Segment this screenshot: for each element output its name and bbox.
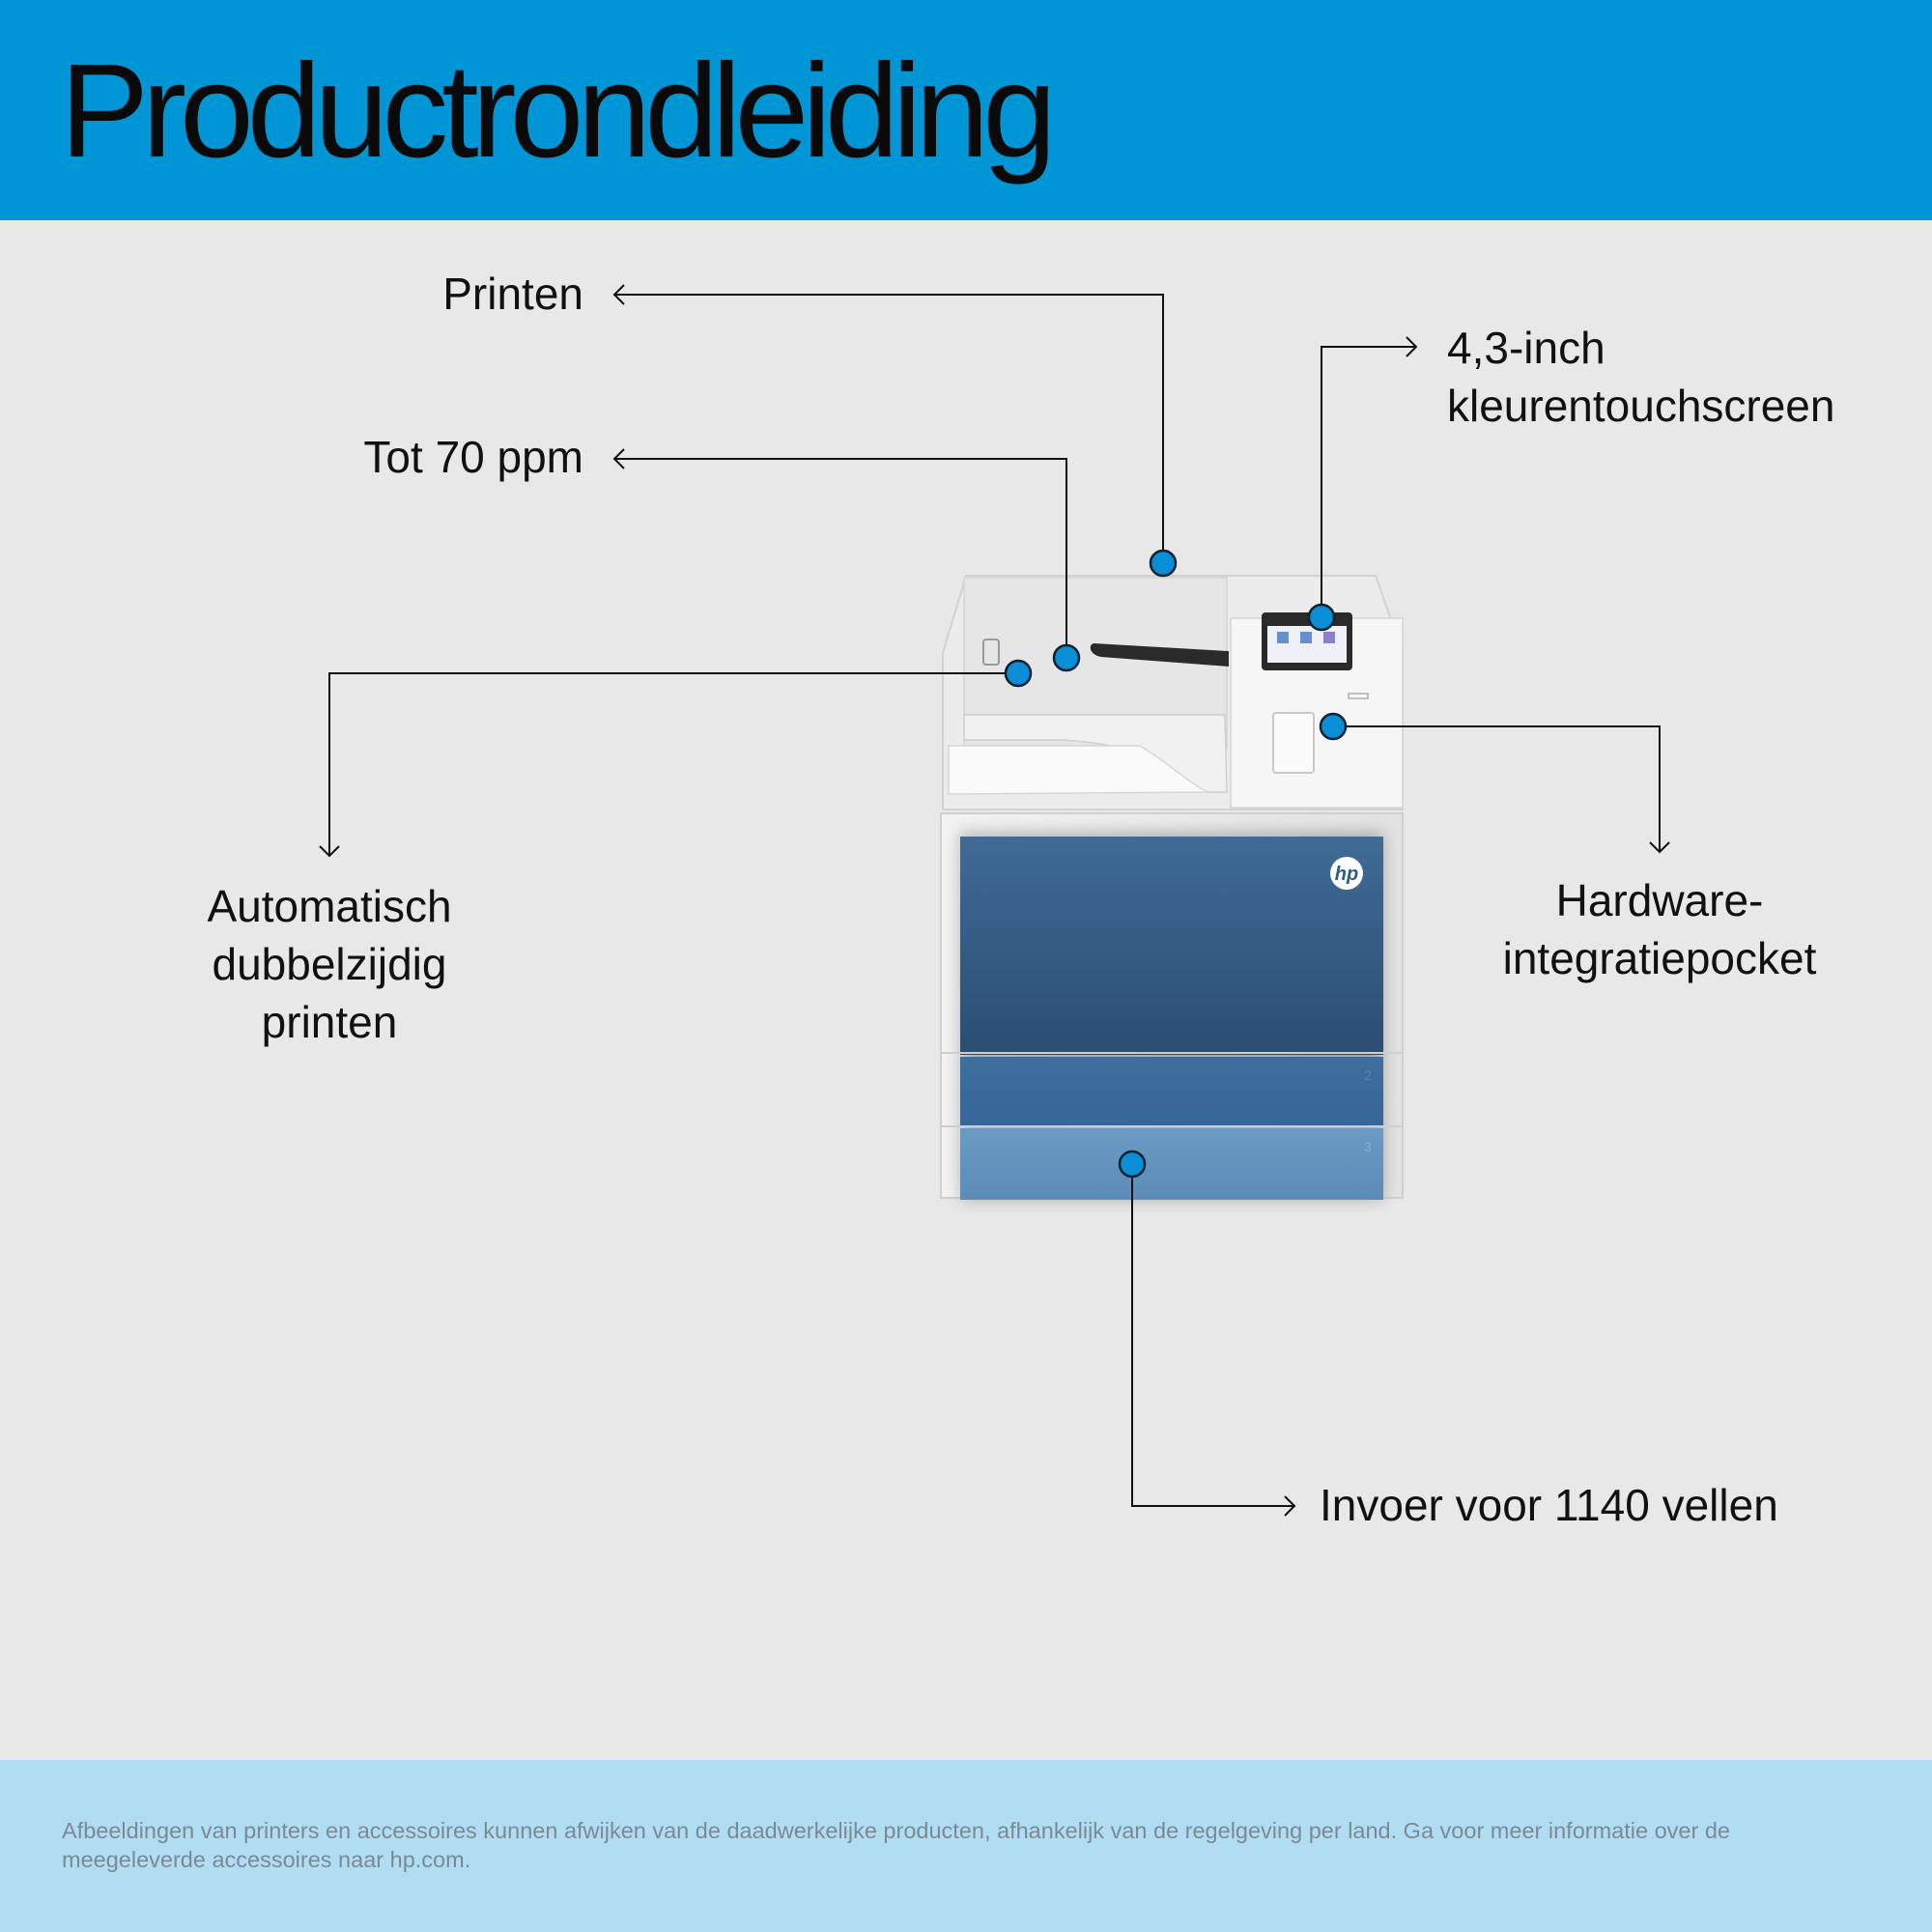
touchscreen-icon-1: [1277, 632, 1289, 643]
line-input: [1131, 1164, 1294, 1507]
arrow-pocket: [1649, 841, 1670, 854]
arrow-input: [1284, 1495, 1296, 1517]
label-input: Invoer voor 1140 vellen: [1320, 1480, 1778, 1530]
hp-logo: hp: [1335, 864, 1358, 885]
hotspot-duplex[interactable]: [1004, 659, 1033, 688]
tray-3: [960, 1128, 1383, 1200]
side-slot: [982, 639, 1000, 666]
printer-illustration: 2 3 hp: [940, 575, 1404, 1200]
touchscreen-icon-3: [1323, 632, 1335, 643]
arrow-printen: [612, 284, 625, 305]
label-touchscreen: 4,3-inch kleurentouchscreen: [1447, 319, 1834, 435]
callout-lines: [319, 284, 1670, 1517]
footer-disclaimer: Afbeeldingen van printers en accessoires…: [62, 1818, 1730, 1872]
label-pocket-line1: Hardware-: [1555, 875, 1764, 925]
hotspot-ppm[interactable]: [1052, 643, 1081, 672]
hotspot-input[interactable]: [1118, 1150, 1147, 1179]
label-touchscreen-line1: 4,3-inch: [1447, 323, 1605, 373]
touchscreen-icon-2: [1300, 632, 1312, 643]
hotspot-printen[interactable]: [1149, 549, 1178, 578]
label-duplex-line3: printen: [261, 997, 398, 1047]
touchscreen-display: [1267, 626, 1347, 663]
arrow-touchscreen: [1406, 336, 1418, 357]
front-door: [960, 837, 1383, 1055]
label-duplex: Automatisch dubbelzijdig printen: [136, 877, 523, 1051]
line-ppm: [614, 458, 1067, 658]
label-ppm: Tot 70 ppm: [363, 432, 583, 482]
footer-disclaimer-bar: Afbeeldingen van printers en accessoires…: [0, 1760, 1932, 1932]
line-printen: [614, 294, 1164, 563]
tray-2-number: 2: [1364, 1067, 1372, 1083]
arrow-duplex: [319, 845, 340, 858]
line-pocket: [1333, 725, 1661, 852]
paper-output-base: [948, 745, 1208, 795]
arrow-ppm: [612, 448, 625, 469]
tray-2: [960, 1057, 1383, 1126]
label-pocket-line2: integratiepocket: [1502, 933, 1817, 983]
hotspot-touchscreen[interactable]: [1307, 603, 1336, 632]
page-title: Productrondleiding: [60, 37, 1057, 185]
hotspots: [1004, 549, 1348, 1179]
label-touchscreen-line2: kleurentouchscreen: [1447, 381, 1835, 431]
usb-port: [1348, 693, 1369, 699]
line-touchscreen: [1321, 346, 1416, 617]
tray-3-number: 3: [1364, 1139, 1372, 1154]
label-duplex-line2: dubbelzijdig: [212, 939, 447, 989]
product-diagram: 2 3 hp: [319, 284, 1670, 1517]
label-pocket: Hardware- integratiepocket: [1447, 871, 1872, 987]
line-duplex: [328, 672, 1018, 856]
output-handle: [1090, 643, 1229, 667]
hardware-pocket: [1272, 712, 1315, 774]
hp-logo-circle: [1330, 857, 1363, 890]
label-duplex-line1: Automatisch: [207, 881, 452, 931]
hotspot-pocket[interactable]: [1319, 712, 1348, 741]
label-printen: Printen: [442, 269, 583, 319]
header-banner: Productrondleiding: [0, 0, 1932, 220]
